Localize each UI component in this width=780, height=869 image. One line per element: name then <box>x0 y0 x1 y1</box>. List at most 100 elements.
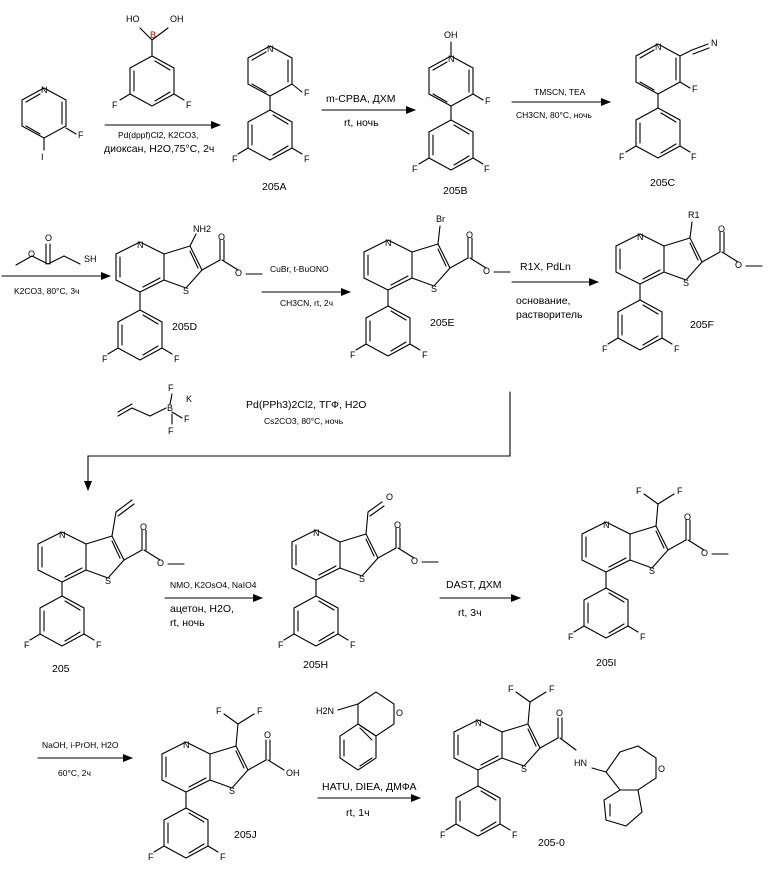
atom-N: N <box>59 530 66 540</box>
compound-label: 205H <box>303 659 328 671</box>
structure-vinyl-trifluoroborate: B F F F K <box>118 383 192 436</box>
arrow-thiophene-annulation: K2CO3, 80°C, 3ч <box>2 276 110 296</box>
atom-N: N <box>637 232 644 242</box>
atom-N: N <box>313 528 320 538</box>
condition-line: CuBr, t-BuONO <box>270 264 329 274</box>
condition-line: ацетон, H2O, <box>170 603 234 615</box>
atom-O: O <box>396 708 403 718</box>
atom-F: F <box>112 100 118 110</box>
atom-F: F <box>174 354 180 364</box>
arrow-dast: DAST, ДХМ rt, 3ч <box>440 579 520 619</box>
atom-S: S <box>229 786 235 796</box>
atom-N: N <box>603 520 610 530</box>
atom-F: F <box>184 414 190 424</box>
atom-S: S <box>359 574 365 584</box>
atom-F: F <box>148 852 154 862</box>
atom-F: F <box>485 96 491 106</box>
condition-line: растворитель <box>516 309 583 321</box>
atom-S: S <box>683 278 689 288</box>
arrow-suzuki: Pd(dppf)Cl2, K2CO3, диоксан, H2O,75°C, 2… <box>104 125 220 155</box>
compound-label: 205C <box>650 177 676 189</box>
atom-O: O <box>701 548 708 558</box>
atom-F: F <box>692 84 698 94</box>
atom-HO: HO <box>126 14 140 24</box>
compound-label: 205 <box>52 663 70 675</box>
atom-O: O <box>718 224 725 234</box>
atom-S: S <box>183 286 189 296</box>
atom-O: O <box>394 520 401 530</box>
atom-F: F <box>257 706 263 716</box>
arrow-coupling-r1: R1X, PdLn основание, растворитель <box>512 261 598 321</box>
atom-N: N <box>385 238 392 248</box>
atom-F: F <box>568 632 574 642</box>
condition-line: TMSCN, TEA <box>534 87 586 97</box>
atom-N: N <box>41 85 48 95</box>
atom-O: O <box>264 730 271 740</box>
condition-line: Pd(dppf)Cl2, K2CO3, <box>118 130 198 140</box>
atom-O: O <box>386 492 393 502</box>
atom-F: F <box>422 350 428 360</box>
arrow-oxidative-cleavage: NMO, K2OsO4, NaIO4 ацетон, H2O, rt, ночь <box>165 580 262 629</box>
arrow-sandmeyer: CuBr, t-BuONO CH3CN, rt, 2ч <box>262 264 350 308</box>
atom-N: N <box>655 42 662 52</box>
atom-F: F <box>508 684 514 694</box>
compound-label: 205J <box>234 829 257 841</box>
atom-F: F <box>636 486 642 496</box>
condition-line: rt, ночь <box>344 117 379 129</box>
condition-line: 60°C, 2ч <box>58 768 91 778</box>
atom-F: F <box>350 350 356 360</box>
atom-K: K <box>186 394 192 404</box>
atom-O: O <box>140 522 147 532</box>
atom-F: F <box>512 830 518 840</box>
atom-F: F <box>640 632 646 642</box>
atom-O: O <box>45 233 52 243</box>
atom-S: S <box>521 764 527 774</box>
condition-line: NMO, K2OsO4, NaIO4 <box>170 580 257 590</box>
condition-line: R1X, PdLn <box>520 261 571 273</box>
atom-S: S <box>431 284 437 294</box>
atom-O: O <box>157 558 164 568</box>
compound-label: 205A <box>262 181 287 193</box>
atom-F: F <box>677 486 683 496</box>
atom-F: F <box>186 100 192 110</box>
condition-line: K2CO3, 80°C, 3ч <box>14 286 79 296</box>
compound-label: 205E <box>430 317 455 329</box>
structure-205C: N N F F F 205C <box>619 38 718 189</box>
atom-O: O <box>218 232 225 242</box>
compound-label: 205B <box>443 185 468 197</box>
atom-OH: OH <box>286 768 300 778</box>
structure-methyl-thioglycolate: O O SH <box>16 233 97 265</box>
condition-line: диоксан, H2O,75°C, 2ч <box>104 143 214 155</box>
atom-H2N: H2N <box>316 706 334 716</box>
atom-N: N <box>448 54 455 64</box>
atom-O: O <box>735 260 742 270</box>
atom-S: S <box>105 576 111 586</box>
atom-OH: OH <box>170 14 184 24</box>
atom-F: F <box>232 154 238 164</box>
atom-O: O <box>235 268 242 278</box>
structure-205: N S O O F F 205 <box>24 500 184 675</box>
atom-F: F <box>304 88 310 98</box>
condition-line: HATU, DIEA, ДМФА <box>322 781 416 793</box>
atom-N: N <box>137 240 144 250</box>
structure-chroman-4-amine: H2N O <box>316 692 403 770</box>
condition-line: Pd(PPh3)2Cl2, ТГФ, H2O <box>246 399 366 411</box>
arrow-vinylation: Pd(PPh3)2Cl2, ТГФ, H2O Cs2CO3, 80°C, ноч… <box>88 392 510 490</box>
atom-F: F <box>691 152 697 162</box>
compound-label: 205-0 <box>538 837 565 849</box>
compound-label: 205D <box>172 321 198 333</box>
condition-line: Cs2CO3, 80°C, ночь <box>264 416 344 426</box>
structure-205H: O N S O O F F 205H <box>278 492 438 671</box>
atom-F: F <box>440 830 446 840</box>
atom-F: F <box>78 130 84 140</box>
atom-F: F <box>220 852 226 862</box>
atom-F: F <box>350 640 356 650</box>
atom-F: F <box>304 154 310 164</box>
atom-B: B <box>167 403 173 413</box>
atom-F: F <box>619 152 625 162</box>
atom-F: F <box>24 640 30 650</box>
atom-NH2: NH2 <box>193 224 211 234</box>
atom-O: O <box>483 266 490 276</box>
compound-label: 205I <box>596 657 616 669</box>
